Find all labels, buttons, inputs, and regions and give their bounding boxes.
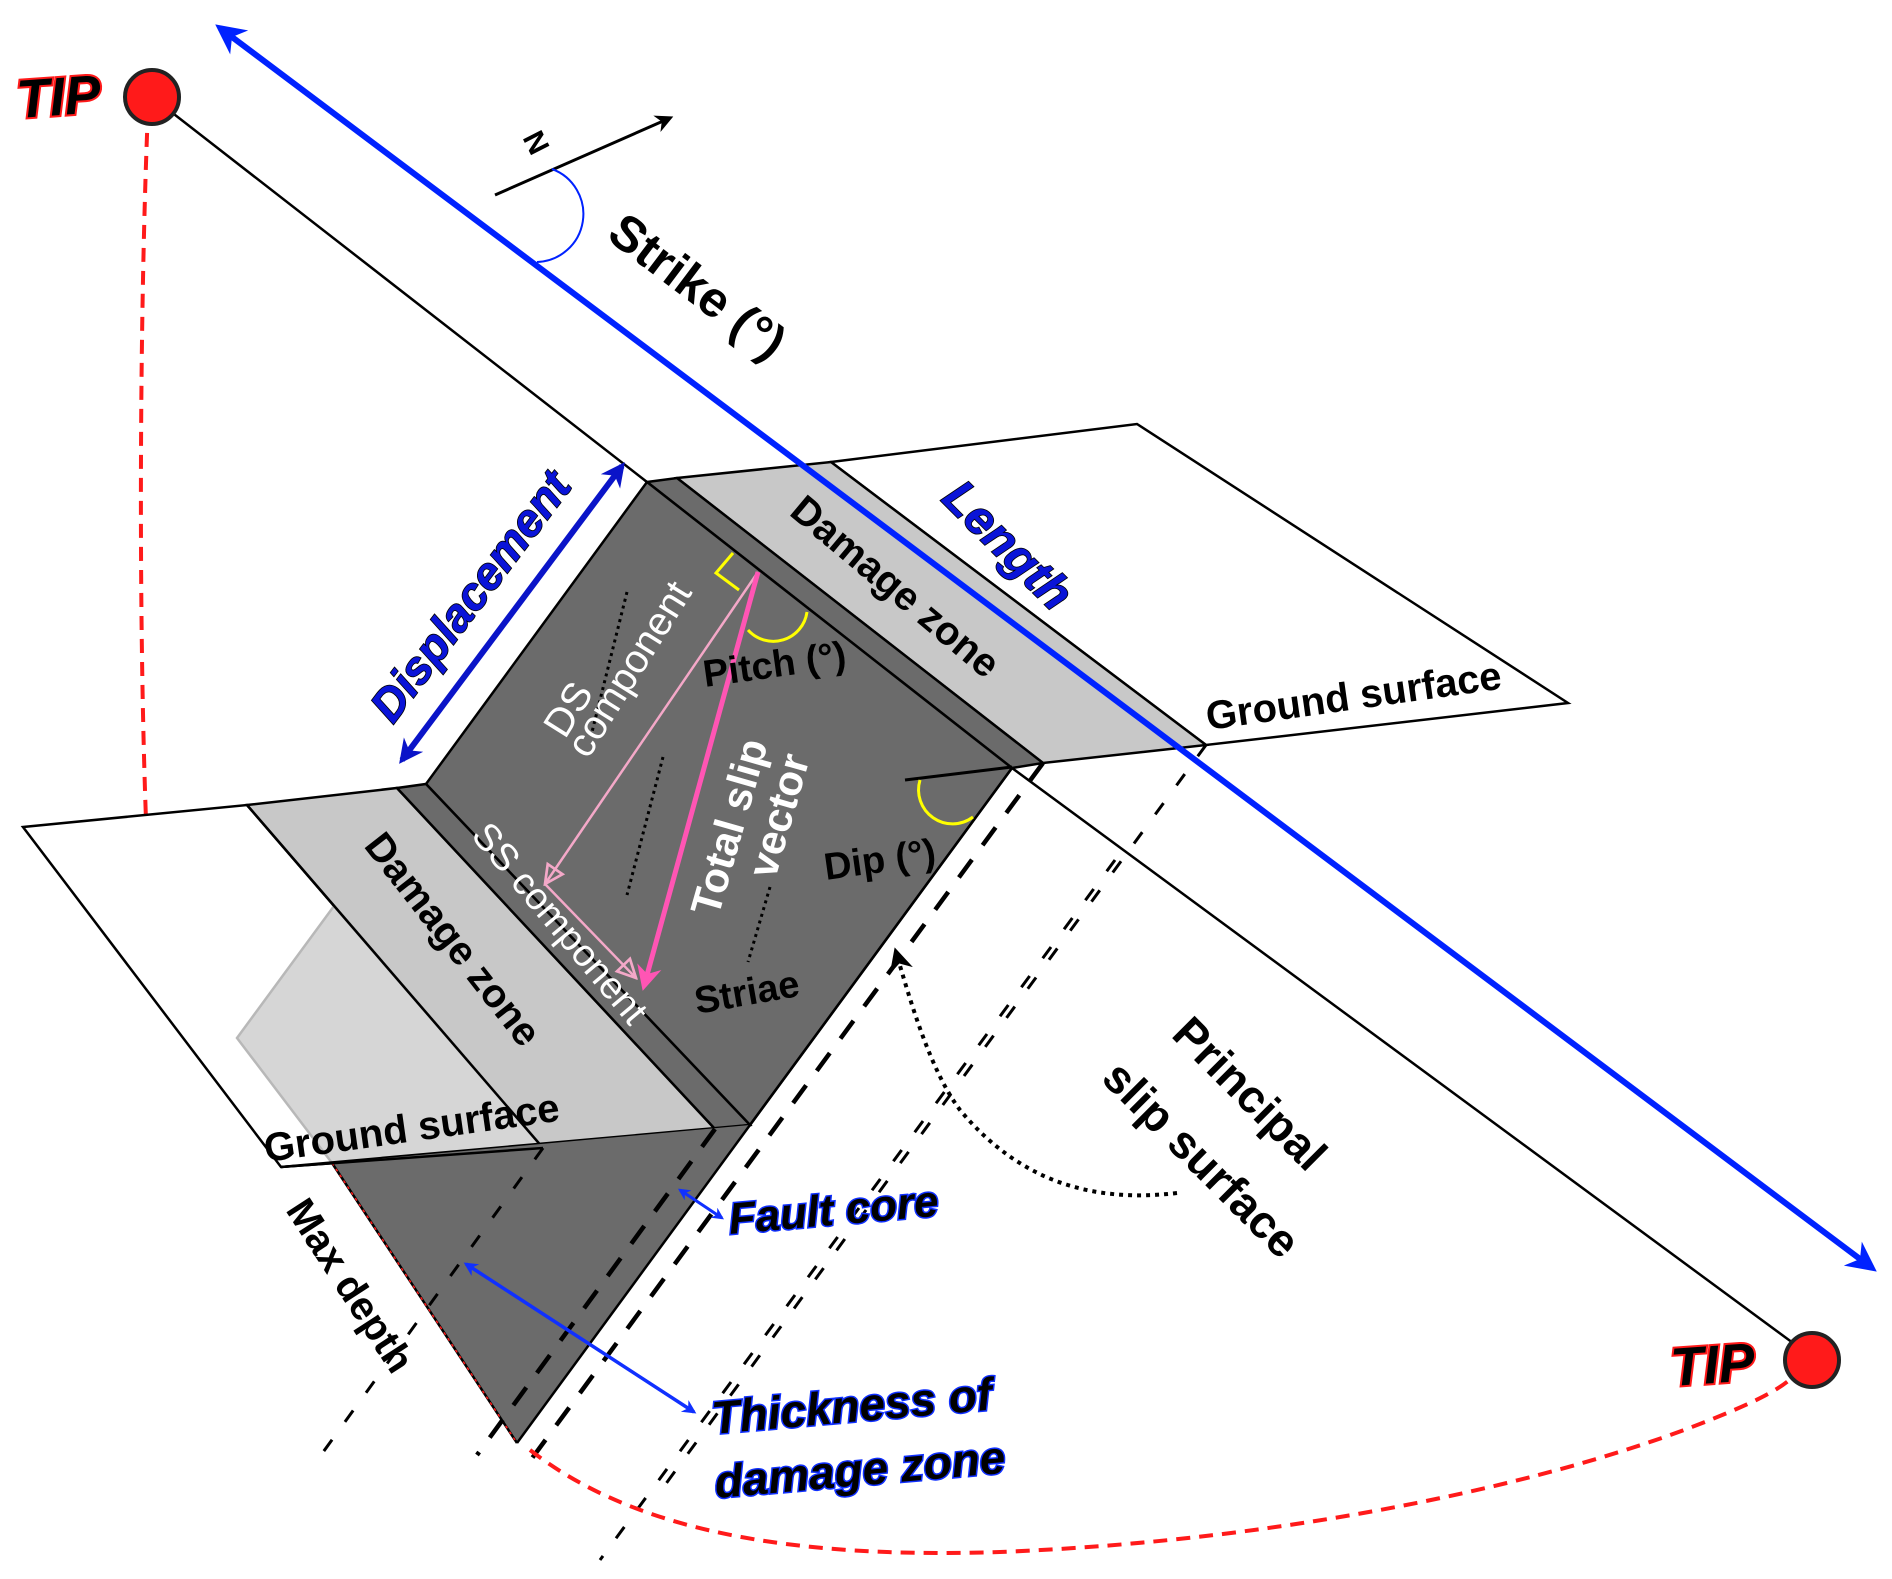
- strike-label: Strike (°): [598, 202, 796, 371]
- strike-length-arrow: [215, 24, 1877, 1272]
- tip-curve-left: [138, 109, 150, 821]
- right-angle-mark: [713, 552, 740, 592]
- north-label: N: [516, 126, 555, 160]
- fault-core-arrow: [678, 1188, 724, 1220]
- ds-component-vector: [545, 571, 760, 884]
- north-arrow: [494, 115, 674, 197]
- tip-label-right: TIP: [1669, 1332, 1758, 1398]
- strike-angle-arc: [536, 168, 585, 263]
- thickness-label-line1: Thickness of: [709, 1367, 998, 1444]
- thickness-label-line2: damage zone: [712, 1431, 1007, 1508]
- tip-label-left: TIP: [15, 64, 104, 130]
- striae-line: [590, 591, 629, 733]
- displacement-arrow: [399, 462, 625, 764]
- tip-curve-bottom: [528, 1366, 1802, 1556]
- tip-marker-right: [1783, 1331, 1841, 1389]
- principal-slip-label-line2: slip surface: [1093, 1050, 1311, 1268]
- striae-line: [746, 886, 772, 963]
- ss-component-vector: [544, 883, 636, 978]
- striae-line: [625, 756, 665, 896]
- thickness-arrow: [463, 1262, 697, 1414]
- dip-angle-arc: [917, 779, 974, 826]
- principal-slip-pointer: [889, 947, 1178, 1198]
- total-slip-vector: [637, 571, 761, 991]
- tip-marker-left: [123, 68, 181, 126]
- pitch-angle-arc: [746, 611, 809, 643]
- fault-plane-subsurface: [332, 1125, 750, 1443]
- fault-core-label: Fault core: [727, 1177, 941, 1244]
- dashed-damage-left: [319, 1147, 545, 1456]
